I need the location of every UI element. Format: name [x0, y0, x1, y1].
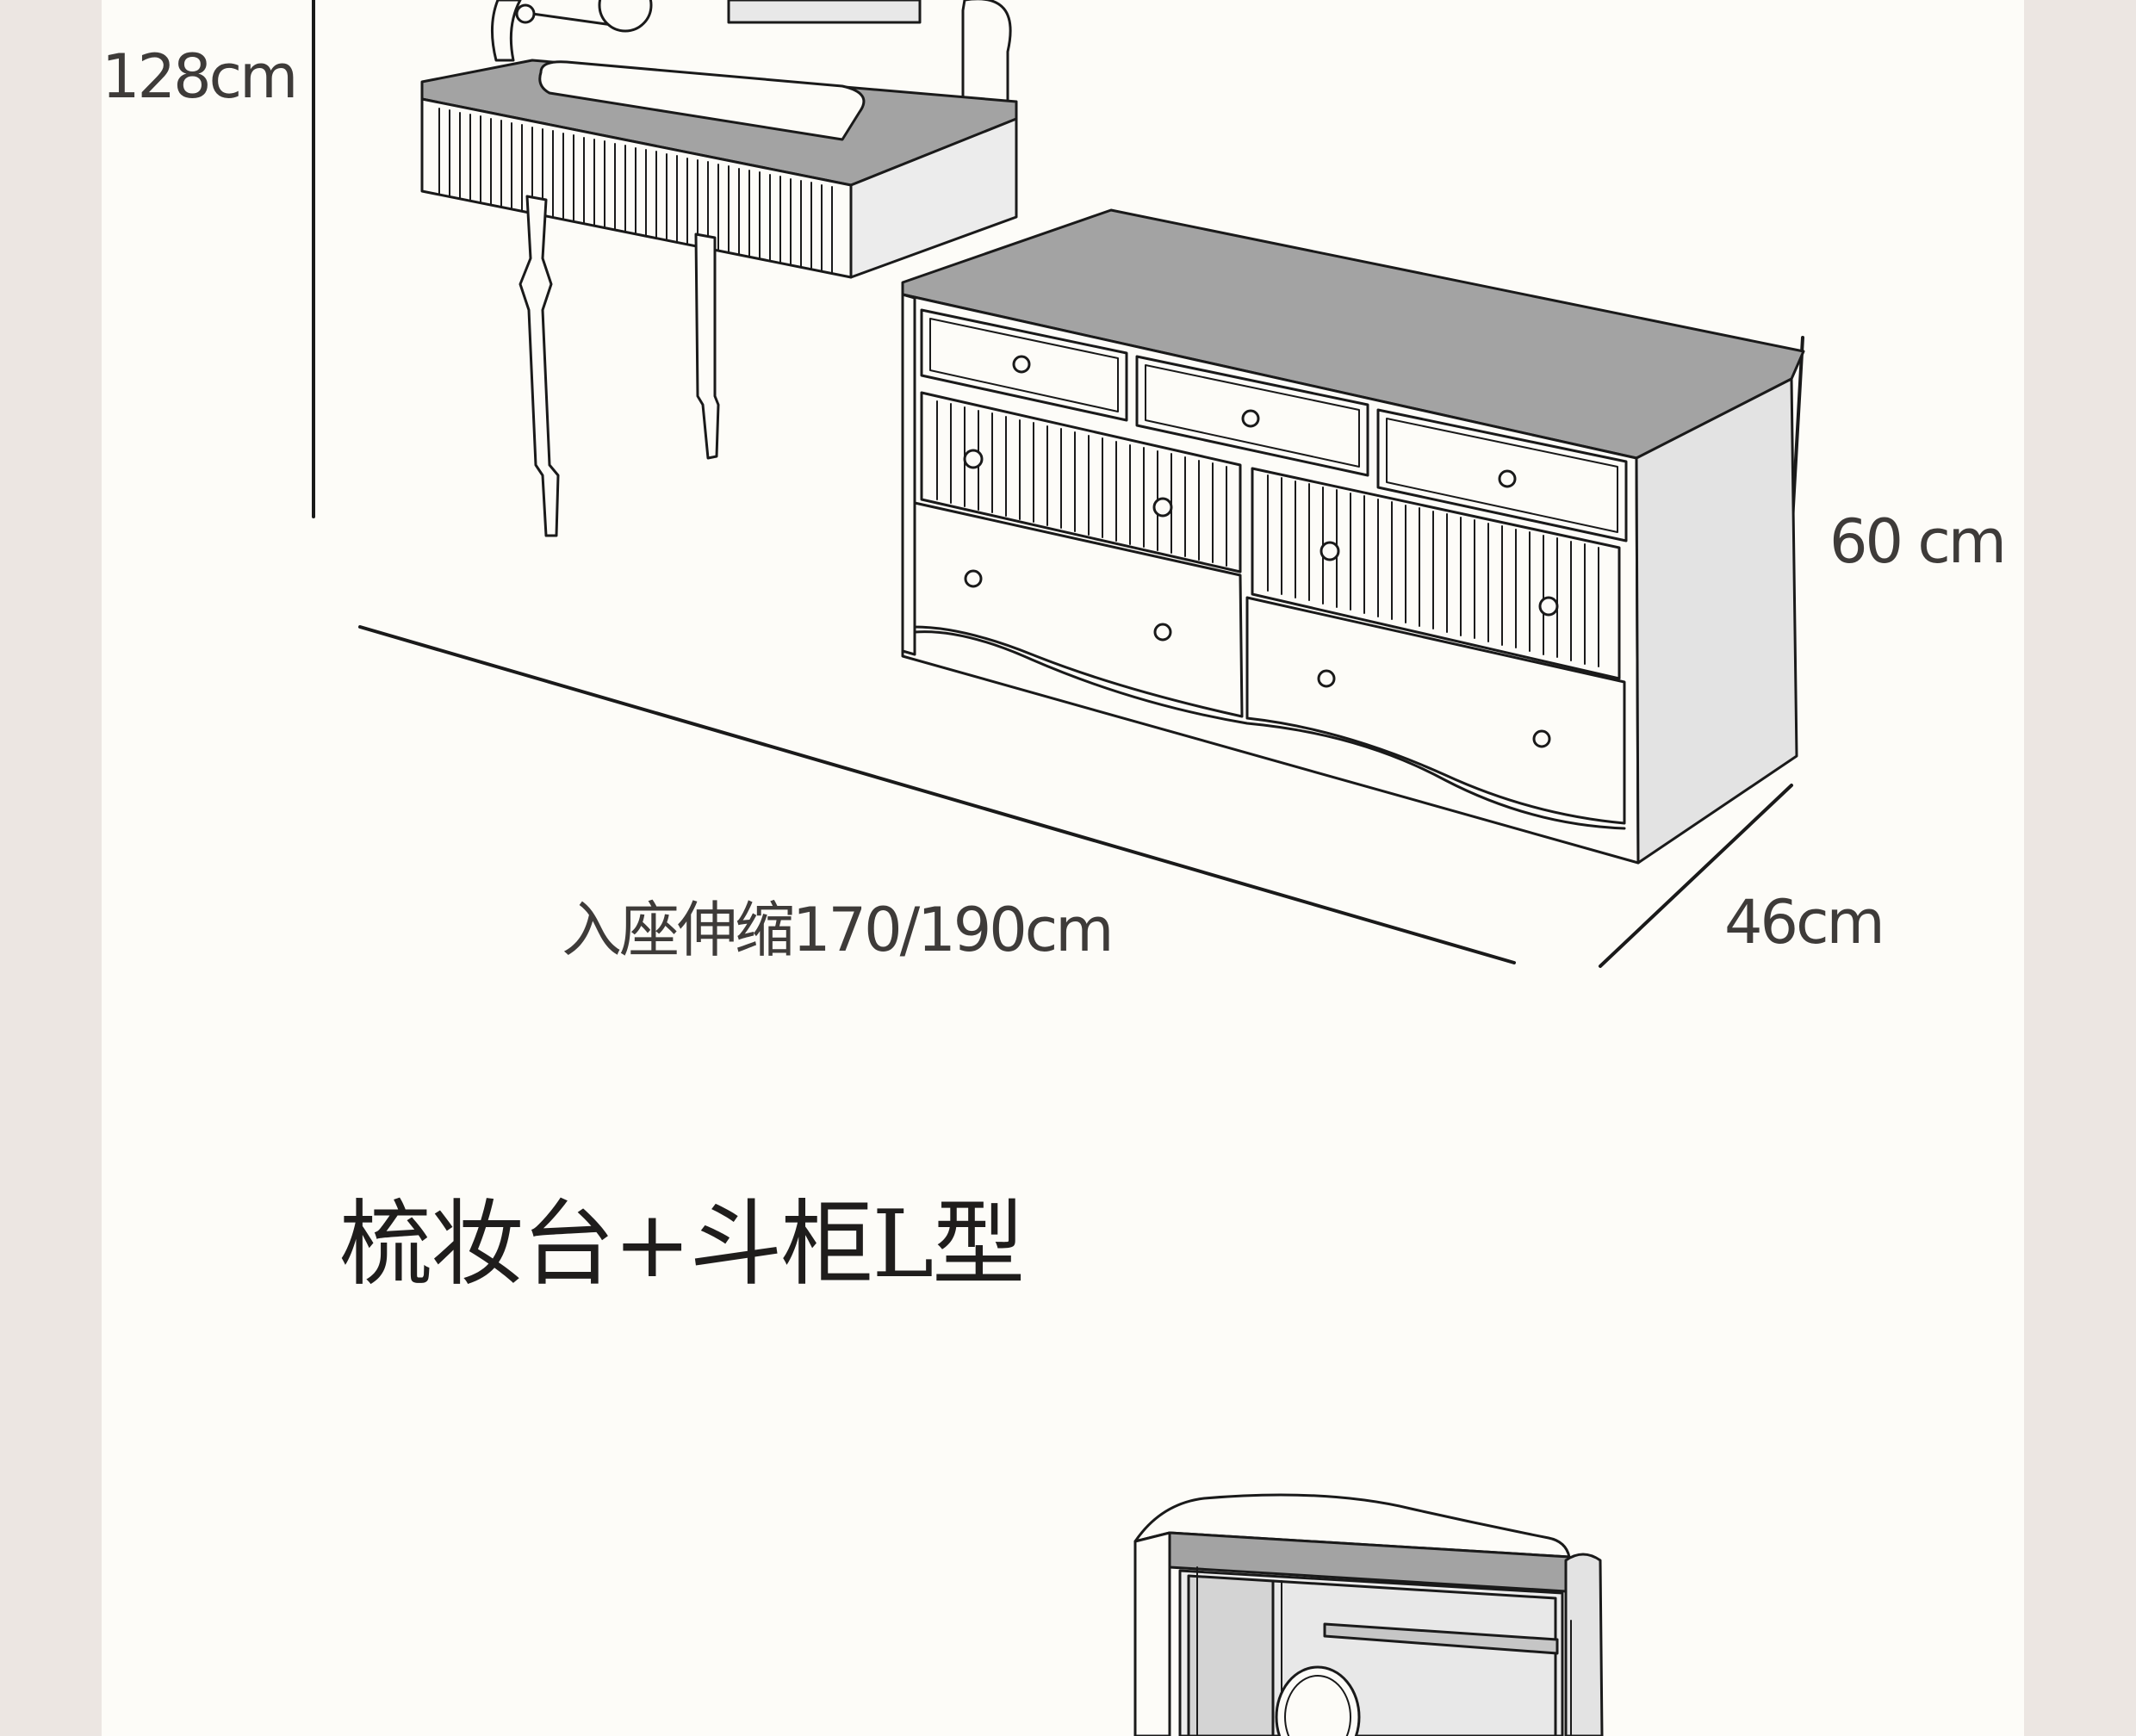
drawer-fluted-right-flutes [1267, 474, 1599, 667]
drawer-knob [1532, 729, 1551, 748]
chest-of-drawers [901, 208, 1805, 865]
length-dimension-line [358, 625, 1516, 964]
hutch-crown [1133, 1493, 1571, 1559]
hutch-glass-door-left [1187, 1574, 1275, 1736]
section-title: 梳妆台+斗柜L型 [339, 1191, 1025, 1299]
drawer-bottom-left [913, 501, 1244, 718]
drawer-knob [1319, 541, 1340, 561]
hutch-preview [1133, 1493, 1604, 1736]
dimension-sheet: 128cm 60 cm 46cm 入座伸缩170/190cm 梳妆台+斗柜L型 [102, 0, 2024, 1736]
chest-height-label: 60 cm [1829, 506, 2007, 577]
drawer-knob [1012, 355, 1031, 374]
chest-base-curve [913, 630, 1626, 830]
hutch-left-panel [1133, 1531, 1171, 1736]
mirror-icon [598, 0, 653, 33]
vanity-tray [538, 60, 866, 141]
vanity-leg-rear [694, 232, 720, 460]
depth-dimension-line [1599, 784, 1793, 968]
length-label: 入座伸缩170/190cm [562, 895, 1114, 965]
drawer-knob [1498, 469, 1517, 488]
drawer-fluted-left [920, 391, 1242, 574]
vanity-apron-side [849, 117, 1018, 279]
hutch-left-post [490, 0, 522, 62]
drawer-bottom-right [1245, 596, 1626, 825]
drawer-fluted-left-flutes [936, 400, 1227, 567]
drawer-knob [1153, 623, 1172, 642]
drawer-knob [963, 449, 984, 469]
vanity-chest-drawing [312, 0, 1805, 1736]
mirror-arm [518, 10, 620, 28]
chest-side [1635, 377, 1798, 865]
vanity-leg-front-left [518, 195, 560, 537]
depth-label: 46cm [1724, 887, 1885, 958]
drawer-knob [1317, 669, 1336, 688]
hutch-inner-shelf [1323, 1622, 1559, 1655]
drawer-knob [1241, 409, 1260, 428]
hutch-back-panel [727, 0, 922, 24]
total-height-label: 128cm [102, 41, 298, 112]
drawer-fluted-right [1251, 467, 1621, 680]
drawer-knob [1152, 497, 1173, 518]
vanity-apron-flutes [438, 108, 833, 274]
vanity-table [420, 0, 1018, 537]
hutch-right-panel [1564, 1553, 1604, 1736]
drawer-knob [1538, 596, 1559, 617]
drawer-knob [964, 569, 983, 588]
